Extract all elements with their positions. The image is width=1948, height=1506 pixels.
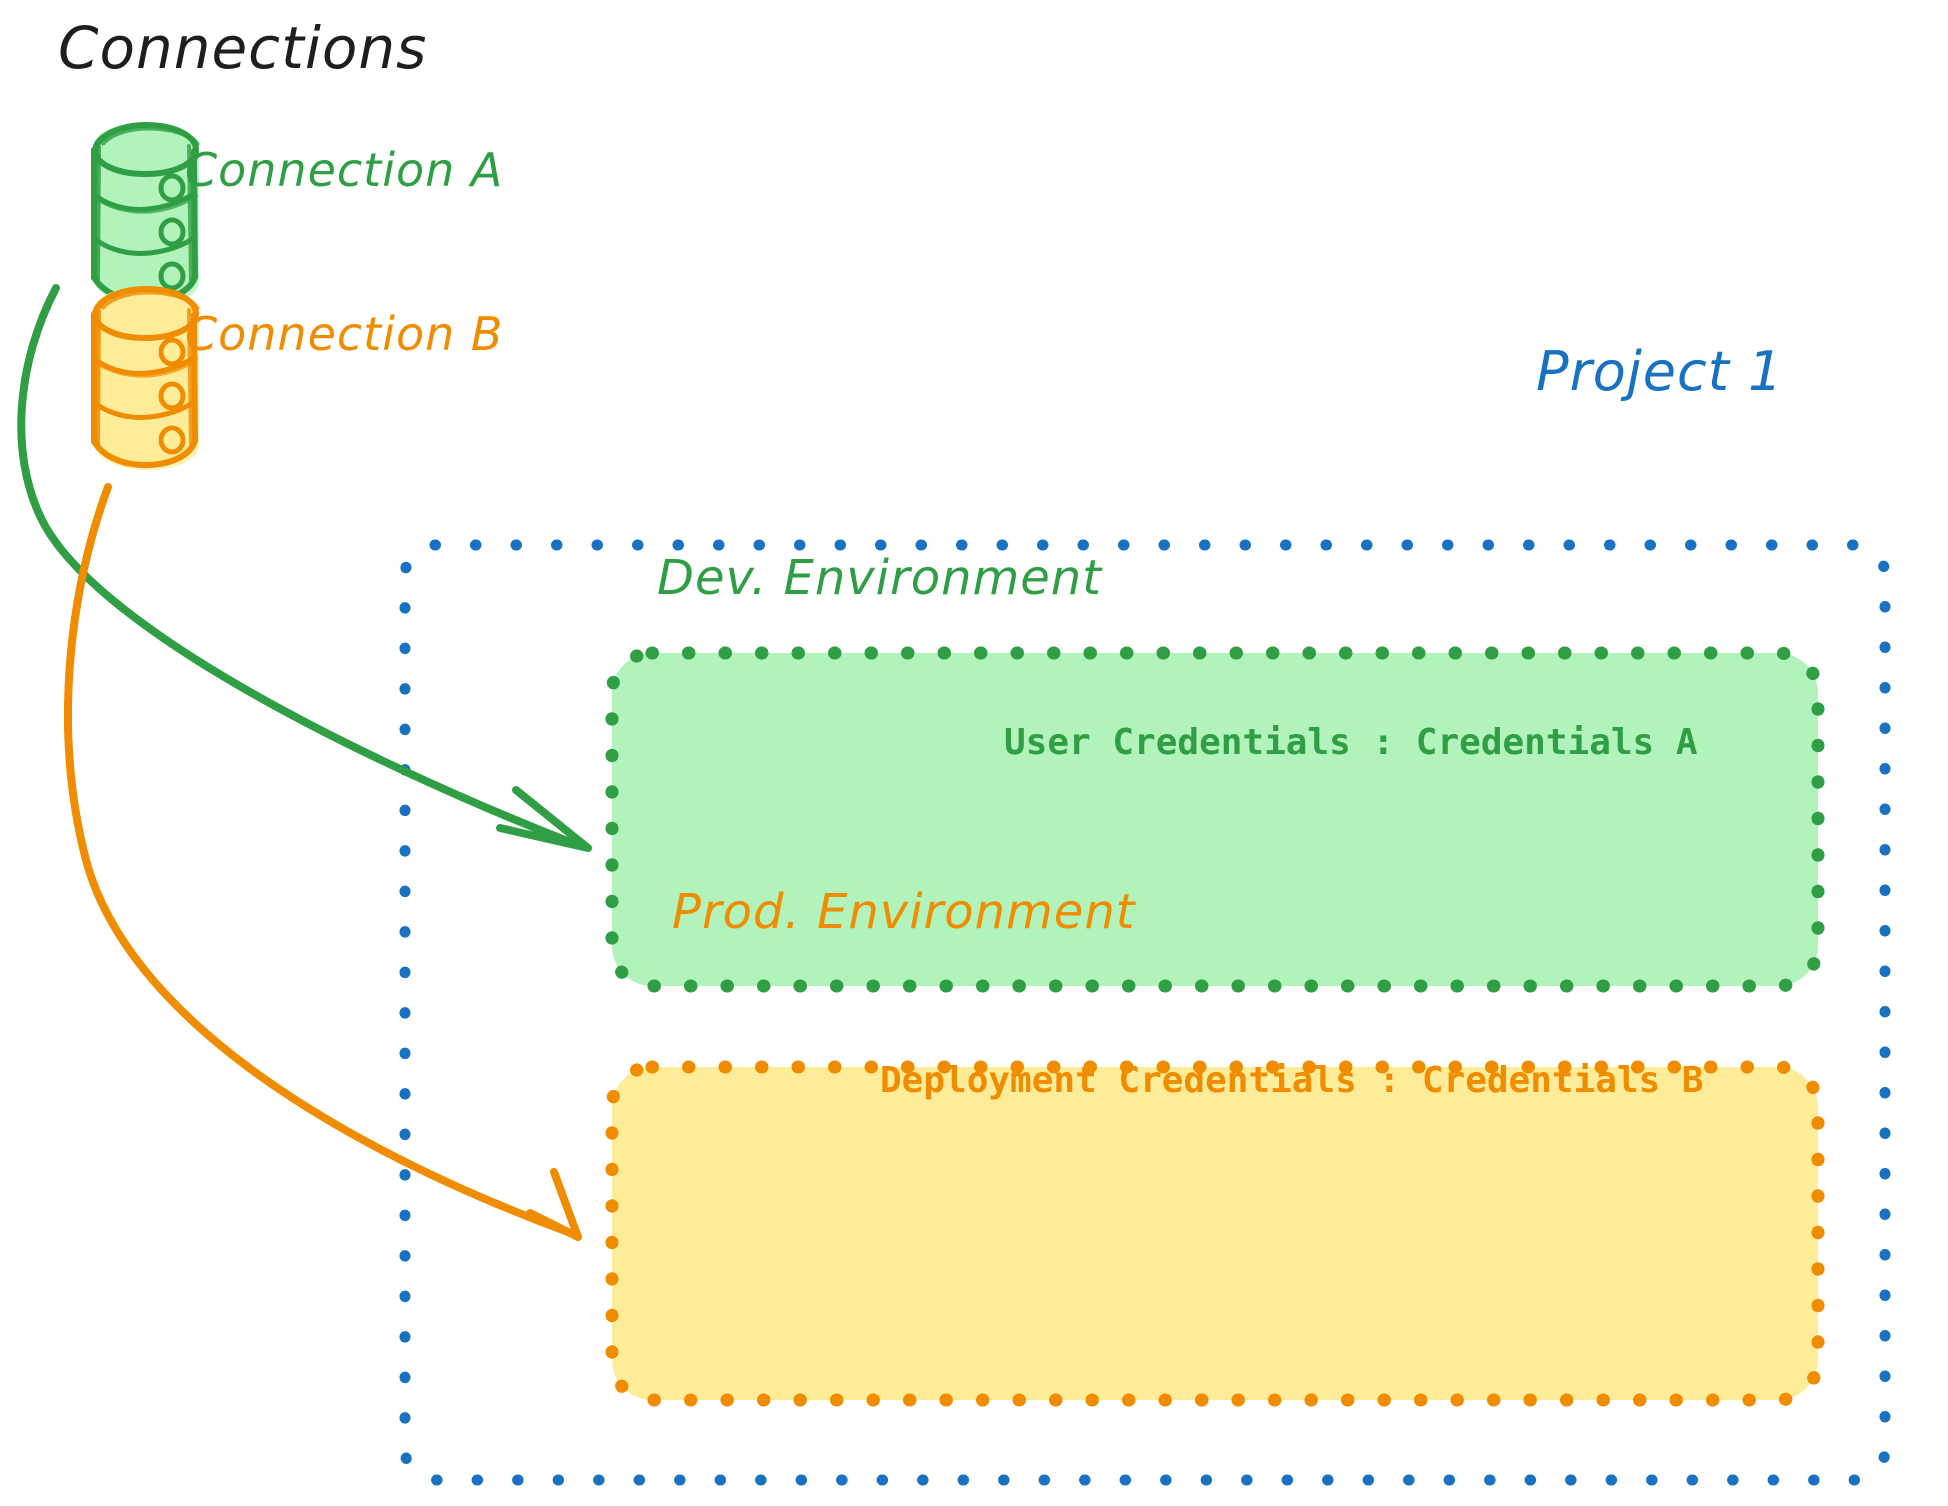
cylinder-b-light-3 (158, 425, 186, 455)
cylinder-b-divider-2 (93, 398, 198, 420)
cylinder-b-divider-1b (97, 358, 198, 378)
cylinder-b-left-wall-2 (96, 309, 101, 446)
cylinder-b-bottom-curve (91, 438, 198, 469)
cylinder-b-top-ellipse-2 (100, 289, 200, 311)
project-1-container[interactable] (399, 539, 1891, 1486)
database-cylinder-icon-connection-a[interactable] (91, 121, 200, 306)
cylinder-a-top-ellipse (91, 121, 200, 178)
dev-environment-box[interactable] (605, 646, 1825, 993)
dev-environment-dotted-border (605, 646, 1825, 993)
arrow-green-head-lower (496, 824, 592, 852)
prod-environment-dotted-border (605, 1060, 1825, 1407)
cylinder-a-top-ellipse-2 (100, 125, 200, 147)
project-1-label: Project 1 (1536, 340, 1784, 403)
cylinder-a-light-3 (158, 261, 186, 291)
cylinder-b-top-ellipse (91, 285, 200, 342)
page-title: Connections (58, 14, 428, 82)
prod-environment-credentials: Deployment Credentials : Credentials B (880, 1060, 1704, 1101)
prod-environment-box[interactable] (605, 1060, 1825, 1407)
cylinder-a-divider-1b (97, 194, 198, 214)
prod-environment-fill (612, 1067, 1818, 1400)
arrow-connection-b-to-prod-environment (64, 483, 582, 1241)
cylinder-b-light-1 (158, 337, 186, 367)
dev-environment-credentials: User Credentials : Credentials A (1004, 722, 1698, 763)
cylinder-a-light-1 (158, 173, 186, 203)
prod-environment-title: Prod. Environment (672, 884, 1136, 940)
arrow-orange-path (64, 483, 572, 1236)
cylinder-b-right-wall-2 (187, 308, 193, 447)
cylinder-b-light-2 (158, 381, 186, 411)
project-1-dotted-border (399, 539, 1891, 1486)
cylinder-a-right-wall (191, 148, 198, 280)
cylinder-a-right-wall-2 (187, 144, 193, 283)
arrow-orange-head-upper (550, 1168, 582, 1241)
connection-a-label[interactable]: Connection A (185, 143, 504, 197)
arrow-orange-head-lower (526, 1209, 582, 1241)
database-cylinder-icon-connection-b[interactable] (91, 285, 200, 470)
cylinder-a-left-wall-2 (96, 145, 101, 282)
arrow-green-head-upper (512, 786, 592, 852)
cylinder-a-light-2 (158, 217, 186, 247)
cylinder-a-divider-2 (93, 234, 198, 256)
dev-environment-title: Dev. Environment (657, 550, 1103, 606)
connection-b-label[interactable]: Connection B (185, 307, 504, 361)
cylinder-b-right-wall (191, 312, 198, 444)
dev-environment-fill (612, 653, 1818, 986)
